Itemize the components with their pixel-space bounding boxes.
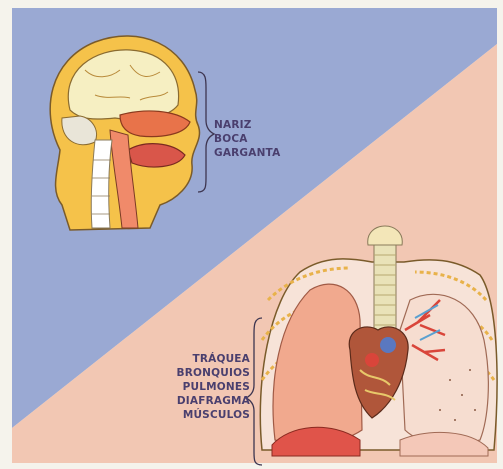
label-diafragma: DIAFRAGMA [160, 394, 250, 408]
label-musculos: MÚSCULOS [160, 408, 250, 422]
label-garganta: GARGANTA [214, 146, 280, 160]
label-pulmones: PULMONES [160, 380, 250, 394]
lower-label-list: TRÁQUEA BRONQUIOS PULMONES DIAFRAGMA MÚS… [160, 352, 250, 422]
label-boca: BOCA [214, 132, 280, 146]
label-nariz: NARIZ [214, 118, 280, 132]
label-bronquios: BRONQUIOS [160, 366, 250, 380]
label-traquea: TRÁQUEA [160, 352, 250, 366]
upper-label-list: NARIZ BOCA GARGANTA [214, 118, 280, 160]
